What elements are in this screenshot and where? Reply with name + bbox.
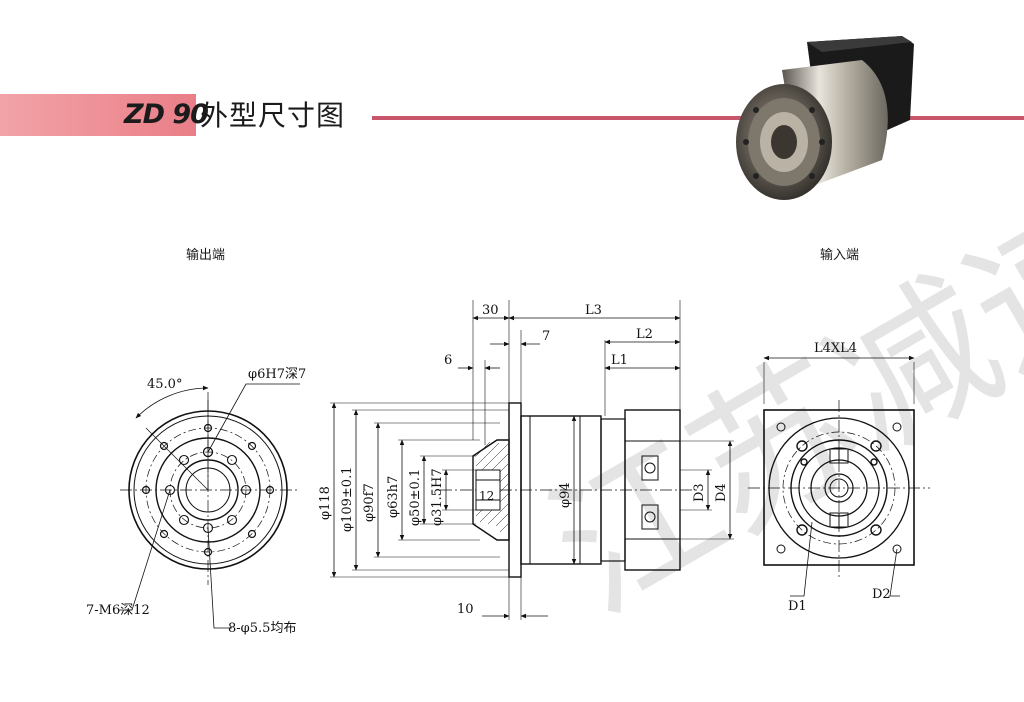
dim-d118: φ118 bbox=[318, 486, 333, 520]
header-rule bbox=[372, 116, 1024, 120]
header-accent-band bbox=[0, 94, 196, 136]
dim-d50: φ50±0.1 bbox=[408, 469, 423, 526]
side-section-view bbox=[330, 300, 734, 620]
watermark-text: 江苏减速机 bbox=[522, 86, 1024, 648]
dim-d109: φ109±0.1 bbox=[340, 467, 355, 532]
dim-L2: L2 bbox=[636, 327, 653, 342]
dim-D1: D1 bbox=[788, 599, 807, 614]
dim-L1: L1 bbox=[611, 353, 628, 368]
dim-6: 6 bbox=[444, 353, 452, 368]
through-holes-label: 8-φ5.5均布 bbox=[228, 621, 296, 636]
dim-D4: D4 bbox=[714, 483, 729, 502]
input-end-label: 输入端 bbox=[820, 248, 860, 263]
dim-D2: D2 bbox=[872, 587, 891, 602]
dim-d94: φ94 bbox=[558, 482, 573, 508]
dim-d90: φ90f7 bbox=[362, 483, 377, 522]
tapped-holes-label: 7-M6深12 bbox=[86, 603, 150, 618]
output-end-label: 输出端 bbox=[186, 248, 226, 263]
model-name: ZD 90 bbox=[124, 99, 209, 130]
input-flange-view bbox=[748, 355, 930, 597]
dim-10: 10 bbox=[457, 602, 474, 617]
dim-7: 7 bbox=[542, 329, 550, 344]
dim-12: 12 bbox=[479, 489, 494, 503]
dim-30: 30 bbox=[482, 303, 499, 318]
page-title: 外型尺寸图 bbox=[200, 99, 346, 132]
angle-label: 45.0° bbox=[147, 377, 182, 392]
dim-D3: D3 bbox=[692, 483, 707, 502]
output-flange-view bbox=[118, 383, 300, 629]
dim-d31: φ31.5H7 bbox=[430, 468, 445, 526]
dim-d63: φ63h7 bbox=[386, 476, 401, 518]
dim-L3: L3 bbox=[585, 303, 602, 318]
pin-hole-label: φ6H7深7 bbox=[248, 367, 306, 382]
gearbox-photo bbox=[736, 36, 914, 200]
dim-L4: L4XL4 bbox=[814, 341, 857, 356]
